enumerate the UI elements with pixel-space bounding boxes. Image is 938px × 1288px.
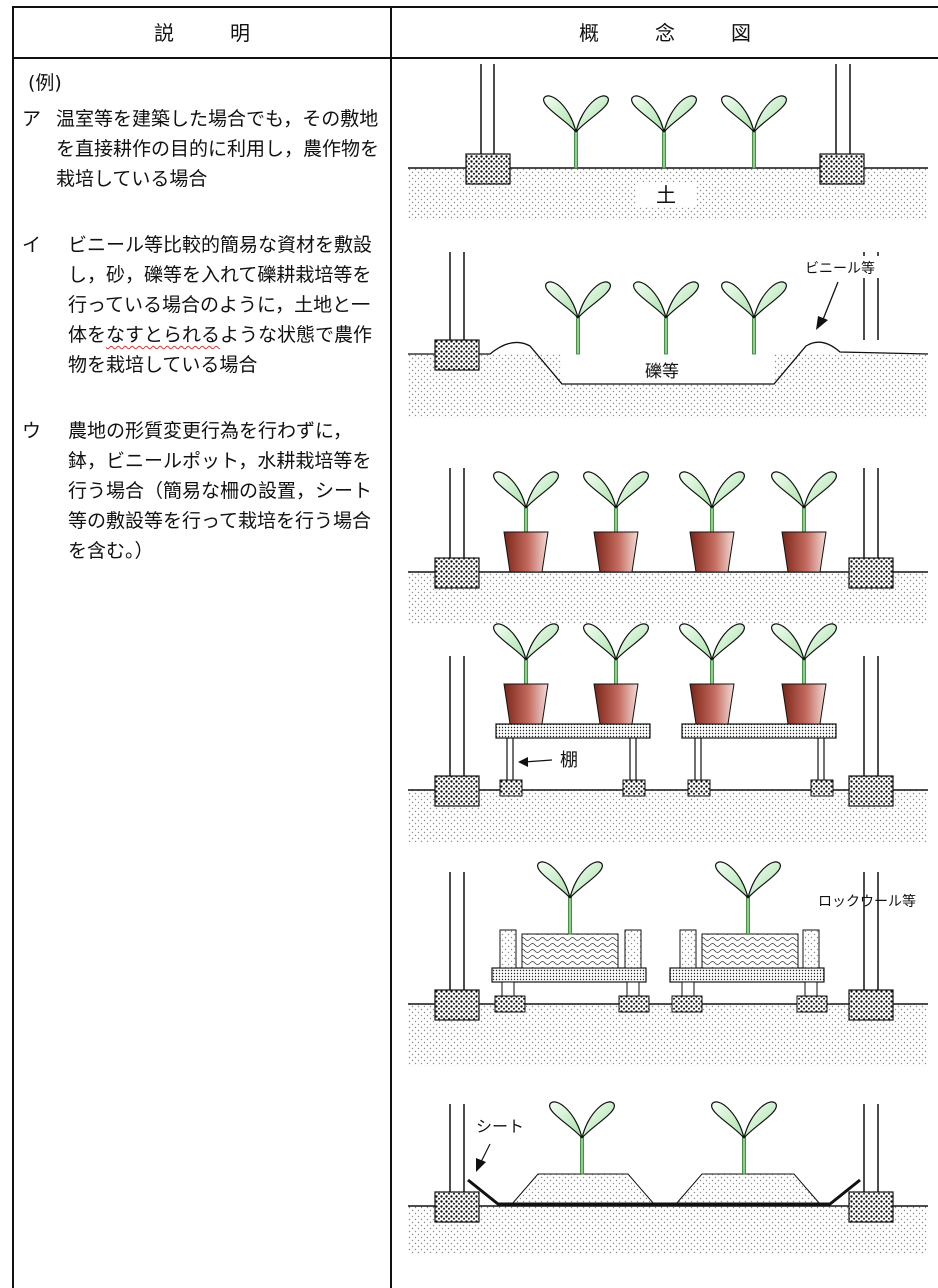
header-divider bbox=[12, 57, 938, 59]
item-mark: ア bbox=[22, 108, 42, 130]
diagram-panel-u-sheet: シート bbox=[408, 1101, 928, 1254]
diagram-panel-u-pots bbox=[408, 468, 928, 624]
header-char: 明 bbox=[230, 21, 250, 45]
header-concept-diagram: 概 念 図 bbox=[392, 6, 938, 57]
example-label: (例) bbox=[28, 72, 62, 94]
table-frame bbox=[12, 6, 938, 1288]
item-mark: ウ bbox=[22, 420, 42, 442]
item-text: 農地の形質変更行為を行わずに，鉢，ビニールポット，水耕栽培等を行う場合（簡易な柵… bbox=[68, 420, 373, 562]
diagram-panel-u-shelf: 棚 bbox=[408, 624, 928, 842]
item-text: 温室等を建築した場合でも，その敷地を直接耕作の目的に利用し，農作物を栽培している… bbox=[56, 108, 380, 190]
label-sheet: シート bbox=[476, 1117, 524, 1136]
item-text-wavy: なすとられる bbox=[106, 324, 221, 346]
description-column: (例) ア 温室等を建築した場合でも，その敷地を直接耕作の目的に利用し，農作物を… bbox=[22, 68, 384, 566]
description-item-a: ア 温室等を建築した場合でも，その敷地を直接耕作の目的に利用し，農作物を栽培して… bbox=[22, 104, 384, 194]
diagram-panel-i: 礫等 ビニール等 bbox=[408, 252, 929, 418]
diagram-panel-a: 土 bbox=[408, 64, 928, 220]
header-char: 概 bbox=[579, 21, 599, 45]
header-char: 図 bbox=[731, 21, 751, 45]
label-soil: 土 bbox=[656, 183, 676, 207]
description-item-i: イ ビニール等比較的簡易な資材を敷設し，砂，礫等を入れて礫耕栽培等を行っている場… bbox=[22, 230, 384, 380]
item-text-part: ビニール等比較的簡易な資材を敷設し，砂，礫等を入れて礫耕栽培等を行っている場合の… bbox=[68, 234, 373, 346]
item-text-part: ような状態で農作物を栽培している場合 bbox=[68, 324, 373, 376]
label-gravel: 礫等 bbox=[645, 362, 679, 382]
header-char: 念 bbox=[655, 21, 675, 45]
column-divider bbox=[390, 6, 392, 1288]
diagram-panel-u-rockwool: ロックウール等 bbox=[408, 861, 928, 1066]
label-rockwool: ロックウール等 bbox=[818, 893, 916, 910]
label-vinyl: ビニール等 bbox=[805, 260, 875, 277]
description-item-u: ウ 農地の形質変更行為を行わずに，鉢，ビニールポット，水耕栽培等を行う場合（簡易… bbox=[22, 416, 384, 566]
header-char: 説 bbox=[154, 21, 174, 45]
item-mark: イ bbox=[22, 234, 42, 256]
label-shelf: 棚 bbox=[560, 750, 578, 771]
item-text: ビニール等比較的簡易な資材を敷設し，砂，礫等を入れて礫耕栽培等を行っている場合の… bbox=[68, 230, 384, 380]
header-description: 説 明 bbox=[14, 6, 390, 57]
